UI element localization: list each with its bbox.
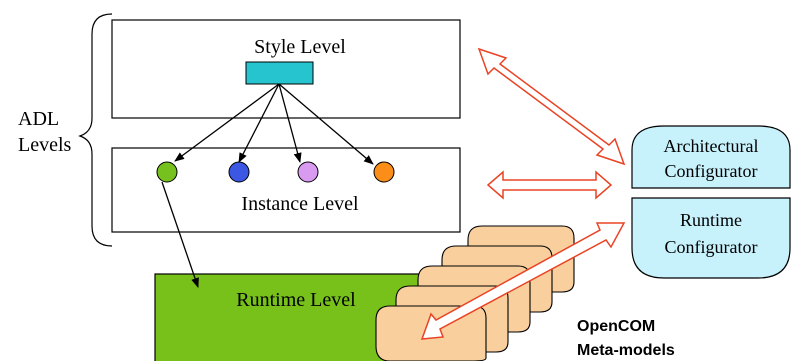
- runtime-configurator-box: [631, 197, 791, 279]
- adl-brace: [78, 13, 113, 247]
- architectural-configurator-line2: Configurator: [665, 161, 758, 181]
- runtime-configurator-metamodel-double-arrow: [420, 222, 626, 340]
- instance-component-blue: [228, 161, 250, 183]
- style-to-instance-arrow-4: [278, 83, 374, 165]
- runtime-configurator-line1: Runtime: [680, 210, 742, 230]
- opencom-label-line1: OpenCOM: [577, 318, 655, 335]
- architectural-configurator-line1: Architectural: [664, 136, 759, 156]
- instance-component-green: [156, 161, 178, 183]
- style-to-instance-arrow-3: [278, 83, 302, 163]
- instance-component-orange: [373, 161, 395, 183]
- instance-configurator-double-arrow: [486, 170, 613, 200]
- style-level-title: Style Level: [254, 36, 346, 58]
- style-component-rect: [245, 61, 314, 85]
- instance-level-title: Instance Level: [241, 193, 359, 215]
- adl-label-line2: Levels: [18, 134, 72, 156]
- instance-component-violet: [297, 161, 319, 183]
- runtime-configurator-line2: Configurator: [665, 237, 758, 257]
- instance-to-runtime-arrow: [161, 181, 199, 288]
- style-architectural-double-arrow: [477, 47, 626, 166]
- opencom-metamodel-stack: [375, 225, 575, 361]
- runtime-level-title: Runtime Level: [236, 289, 356, 311]
- opencom-label-line2: Meta-models: [577, 342, 675, 359]
- style-to-instance-arrow-1: [174, 83, 280, 162]
- architectural-configurator-box: [631, 125, 791, 189]
- adl-label-line1: ADL: [18, 108, 59, 130]
- style-to-instance-arrow-2: [238, 83, 280, 163]
